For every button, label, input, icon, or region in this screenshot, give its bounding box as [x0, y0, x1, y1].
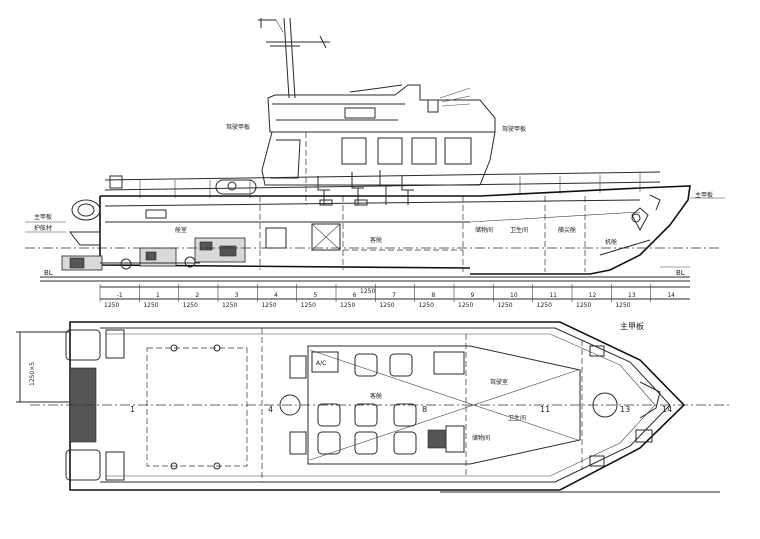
label-plan-4: 4: [268, 405, 273, 414]
hull-profile: [68, 185, 691, 275]
frame-number: 8: [431, 292, 435, 299]
label-dim-beam: 1250×5: [29, 362, 36, 386]
plan-hull-outline: [69, 321, 686, 491]
frame-number: 13: [628, 292, 636, 299]
label-room-d: 储物间: [475, 226, 493, 234]
label-room-h: 艏尖舱: [558, 226, 576, 234]
frame-spacing-label: 1250: [143, 302, 158, 309]
frame-number: 3: [235, 292, 239, 299]
frame-ticks: -112501125021250312504125051250612507125…: [99, 284, 675, 309]
frame-number: 5: [313, 292, 317, 299]
frame-number: 9: [471, 292, 475, 299]
plan-view: A/C 主甲板 客舱 驾驶室 卫生间 储物间 1 4 8 11 13 14 12…: [16, 321, 730, 493]
profile-seats: [317, 170, 414, 206]
label-plan-14: 14: [662, 405, 672, 414]
label-room-g-plan: 卫生间: [508, 414, 526, 422]
reference-lines: [25, 197, 725, 282]
label-room-b: 客舱: [370, 236, 382, 244]
frame-spacing-label: 1250: [104, 302, 119, 309]
plan-cabin: [307, 345, 581, 465]
frame-spacing-label: 1250: [537, 302, 552, 309]
label-bl-left: BL: [44, 269, 53, 277]
frame-spacing-label: 1250: [340, 302, 355, 309]
label-room-c: 驾驶室: [490, 378, 508, 386]
label-upper-deck-right: 驾驶甲板: [502, 125, 526, 133]
passenger-seats: [317, 353, 417, 455]
label-room-e: 机舱: [605, 238, 617, 246]
wheelhouse: [261, 84, 496, 205]
mast: [258, 17, 330, 99]
label-dim-frame: 1250: [360, 288, 375, 295]
label-upper-deck-left: 驾驶甲板: [226, 123, 250, 131]
engine-room: [61, 237, 246, 271]
label-fender: 护舷材: [34, 224, 52, 232]
frame-scale: [100, 286, 690, 300]
label-main-deck-plan: 主甲板: [620, 321, 644, 331]
label-room-g: 卫生间: [510, 226, 528, 234]
frame-number: 6: [353, 292, 357, 299]
label-plan-11: 11: [540, 405, 550, 414]
frame-spacing-label: 1250: [576, 302, 591, 309]
label-room-d-plan: 储物间: [472, 434, 490, 442]
frame-number: 4: [274, 292, 278, 299]
frame-number: 2: [195, 292, 199, 299]
frame-number: 11: [549, 292, 557, 299]
frame-spacing-label: 1250: [379, 302, 394, 309]
frame-spacing-label: 1250: [458, 302, 473, 309]
profile-view: 驾驶甲板 驾驶甲板 主甲板 主甲板 BL BL 护舷材 舱室 客舱 储物间 卫生…: [25, 17, 725, 309]
frame-number: 1: [156, 292, 160, 299]
label-room-f: 客舱: [370, 392, 382, 400]
frame-spacing-label: 1250: [301, 302, 316, 309]
frame-number: -1: [117, 292, 123, 299]
aft-deck-hatch: [146, 347, 248, 467]
label-bl-right: BL: [676, 269, 685, 277]
frame-number: 10: [510, 292, 518, 299]
frame-spacing-label: 1250: [497, 302, 512, 309]
railing: [104, 171, 661, 198]
frame-number: 7: [392, 292, 396, 299]
frame-spacing-label: 1250: [222, 302, 237, 309]
label-room-a: 舱室: [175, 226, 187, 234]
frame-spacing-label: 1250: [419, 302, 434, 309]
label-ac: A/C: [316, 360, 326, 367]
label-main-deck-right: 主甲板: [695, 191, 713, 199]
label-plan-8: 8: [422, 405, 427, 414]
frame-spacing-label: 1250: [183, 302, 198, 309]
label-plan-1: 1: [130, 405, 135, 414]
frame-spacing-label: 1250: [261, 302, 276, 309]
label-main-deck-left: 主甲板: [34, 213, 52, 221]
label-plan-13: 13: [620, 405, 630, 414]
frame-number: 14: [667, 292, 675, 299]
frame-number: 12: [589, 292, 597, 299]
frame-spacing-label: 1250: [615, 302, 630, 309]
